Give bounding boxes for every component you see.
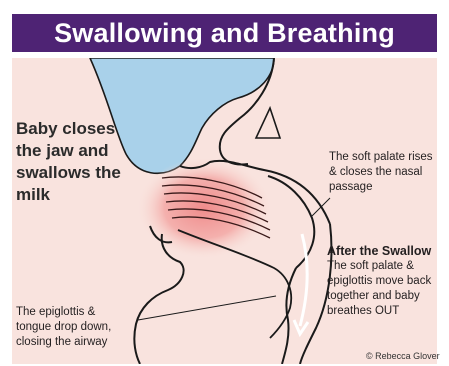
main-caption: Baby closes the jaw and swallows the mil… [16,118,121,206]
after-swallow-caption: After the Swallow The soft palate & epig… [327,243,431,319]
epiglottis-caption-line-3: closing the airway [16,335,111,350]
mouth-highlight [138,158,270,258]
after-swallow-line-2: epiglottis move back [327,274,431,289]
diagram-title: Swallowing and Breathing [12,14,437,52]
main-caption-line-3: swallows the [16,162,121,184]
main-caption-line-1: Baby closes [16,118,121,140]
after-swallow-line-3: together and baby [327,289,431,304]
after-swallow-heading: After the Swallow [327,243,431,259]
epiglottis-caption-line-2: tongue drop down, [16,320,111,335]
soft-palate-caption: The soft palate rises & closes the nasal… [329,150,433,195]
main-caption-line-2: the jaw and [16,140,121,162]
soft-palate-caption-line-1: The soft palate rises [329,150,433,165]
main-caption-line-4: milk [16,184,121,206]
after-swallow-line-1: The soft palate & [327,259,431,274]
copyright-notice: © Rebecca Glover [366,351,440,361]
epiglottis-caption: The epiglottis & tongue drop down, closi… [16,305,111,350]
after-swallow-line-4: breathes OUT [327,304,431,319]
epiglottis-caption-line-1: The epiglottis & [16,305,111,320]
soft-palate-caption-line-3: passage [329,180,433,195]
soft-palate-caption-line-2: & closes the nasal [329,165,433,180]
